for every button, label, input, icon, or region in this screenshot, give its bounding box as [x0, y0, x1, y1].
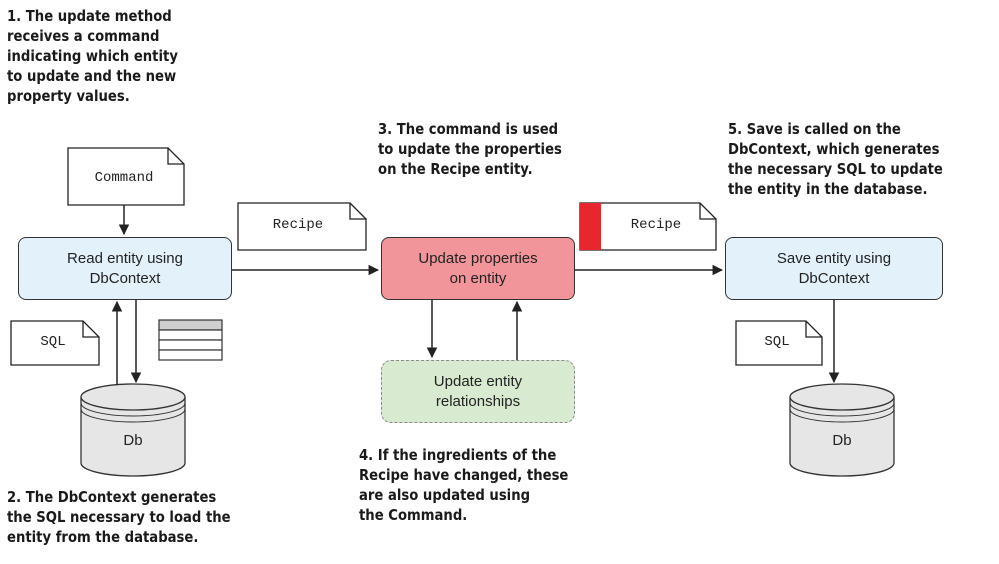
step-5-line: the necessary SQL to update — [728, 160, 943, 178]
step-4-line: are also updated using — [359, 486, 531, 504]
step-3-line: to update the properties — [378, 140, 562, 158]
read-entity-label-line1: Read entity using — [67, 249, 183, 267]
database-save-icon — [789, 383, 895, 477]
step-4-line: the Command. — [359, 506, 468, 524]
database-save-label: Db — [832, 432, 852, 449]
step-4-line: Recipe have changed, these — [359, 466, 569, 484]
update-properties-label-line2: on entity — [449, 269, 507, 287]
step-2-line: entity from the database. — [7, 528, 199, 546]
step-4-annotation: 4. If the ingredients of the Recipe have… — [359, 445, 568, 525]
step-5-line: the entity in the database. — [728, 180, 928, 198]
save-entity-label-line1: Save entity using — [776, 249, 892, 267]
step-5-line: DbContext, which generates — [728, 140, 940, 158]
command-document-label: Command — [94, 170, 154, 186]
recipe-out-document-label: Recipe — [630, 217, 682, 233]
update-properties-box: Update properties on entity — [381, 237, 575, 300]
save-entity-box: Save entity using DbContext — [725, 237, 943, 300]
step-2-line: 2. The DbContext generates — [7, 488, 217, 506]
step-1-line: 1. The update method — [7, 7, 172, 25]
step-5-annotation: 5. Save is called on the DbContext, whic… — [728, 119, 943, 199]
step-1-line: indicating which entity — [7, 47, 178, 65]
sql-save-document-label: SQL — [764, 334, 790, 350]
recipe-in-document-icon — [237, 202, 367, 251]
update-properties-label-line1: Update properties — [418, 249, 538, 267]
step-3-line: on the Recipe entity. — [378, 160, 533, 178]
recipe-out-document-icon — [579, 202, 717, 251]
sql-save-document-icon — [735, 320, 823, 366]
step-1-line: receives a command — [7, 27, 160, 45]
step-1-line: property values. — [7, 87, 130, 105]
database-read-icon — [80, 383, 186, 477]
step-2-line: the SQL necessary to load the — [7, 508, 231, 526]
recipe-in-document-label: Recipe — [272, 217, 324, 233]
sql-read-document-label: SQL — [40, 334, 66, 350]
recipe-changed-marker — [580, 203, 601, 250]
step-1-line: to update and the new — [7, 67, 177, 85]
step-1-annotation: 1. The update method receives a command … — [7, 6, 178, 106]
step-3-line: 3. The command is used — [378, 120, 559, 138]
step-4-line: 4. If the ingredients of the — [359, 446, 557, 464]
update-relationships-label-line1: Update entity — [433, 372, 523, 390]
database-read-label: Db — [123, 432, 143, 449]
sql-read-document-icon — [10, 320, 100, 366]
read-entity-box: Read entity using DbContext — [18, 237, 232, 300]
result-table-icon — [158, 319, 223, 361]
save-entity-label-line2: DbContext — [798, 269, 870, 287]
update-relationships-label-line2: relationships — [435, 392, 521, 410]
step-2-annotation: 2. The DbContext generates the SQL neces… — [7, 487, 231, 547]
step-5-line: 5. Save is called on the — [728, 120, 901, 138]
command-document-icon — [67, 147, 185, 206]
read-entity-label-line2: DbContext — [89, 269, 161, 287]
step-3-annotation: 3. The command is used to update the pro… — [378, 119, 562, 179]
update-relationships-box: Update entity relationships — [381, 360, 575, 423]
